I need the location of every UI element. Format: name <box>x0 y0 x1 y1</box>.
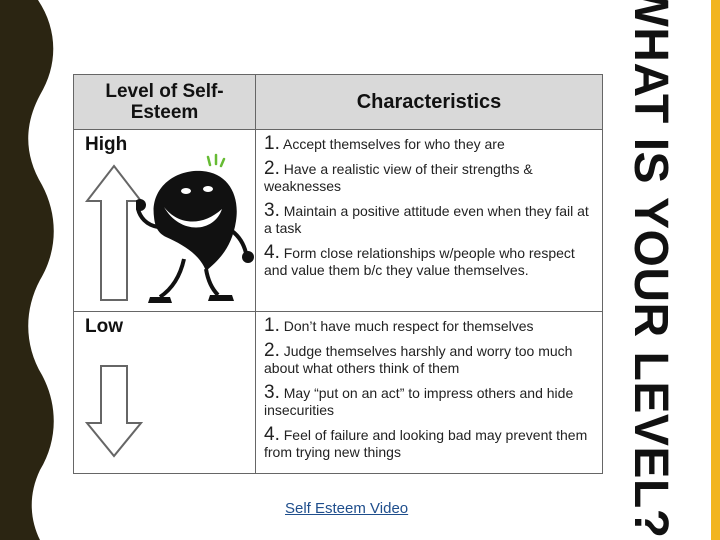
list-item: 2. Judge themselves harshly and worry to… <box>264 340 573 376</box>
level-low-label: Low <box>85 316 123 337</box>
list-item: 1. Don’t have much respect for themselve… <box>264 315 534 336</box>
self-esteem-table: Level of Self-Esteem Characteristics Hig… <box>73 74 603 474</box>
list-item: 3. May “put on an act” to impress others… <box>264 382 574 418</box>
header-level-of-self-esteem: Level of Self-Esteem <box>74 75 255 129</box>
row-divider <box>74 311 602 312</box>
right-accent-bar <box>711 0 720 540</box>
list-item: 4. Form close relationships w/people who… <box>264 242 575 278</box>
low-characteristics-list: 1. Don’t have much respect for themselve… <box>264 315 599 468</box>
column-divider <box>255 75 256 473</box>
left-decorative-band <box>0 0 54 540</box>
header-characteristics: Characteristics <box>256 75 602 129</box>
self-esteem-video-link[interactable]: Self Esteem Video <box>285 500 409 517</box>
left-band-shape <box>0 0 54 540</box>
up-arrow-icon <box>84 164 144 301</box>
list-item: 2. Have a realistic view of their streng… <box>264 158 533 194</box>
level-high-label: High <box>85 134 128 155</box>
high-characteristics-list: 1. Accept themselves for who they are 2.… <box>264 133 599 286</box>
header-divider <box>74 129 602 130</box>
slide-title: WHAT IS YOUR LEVEL? <box>624 0 677 539</box>
list-item: 4. Feel of failure and looking bad may p… <box>264 424 588 460</box>
list-item: 1. Accept themselves for who they are <box>264 133 505 154</box>
down-arrow-icon <box>84 365 144 458</box>
list-item: 3. Maintain a positive attitude even whe… <box>264 200 589 236</box>
smiley-character-icon <box>136 153 254 303</box>
